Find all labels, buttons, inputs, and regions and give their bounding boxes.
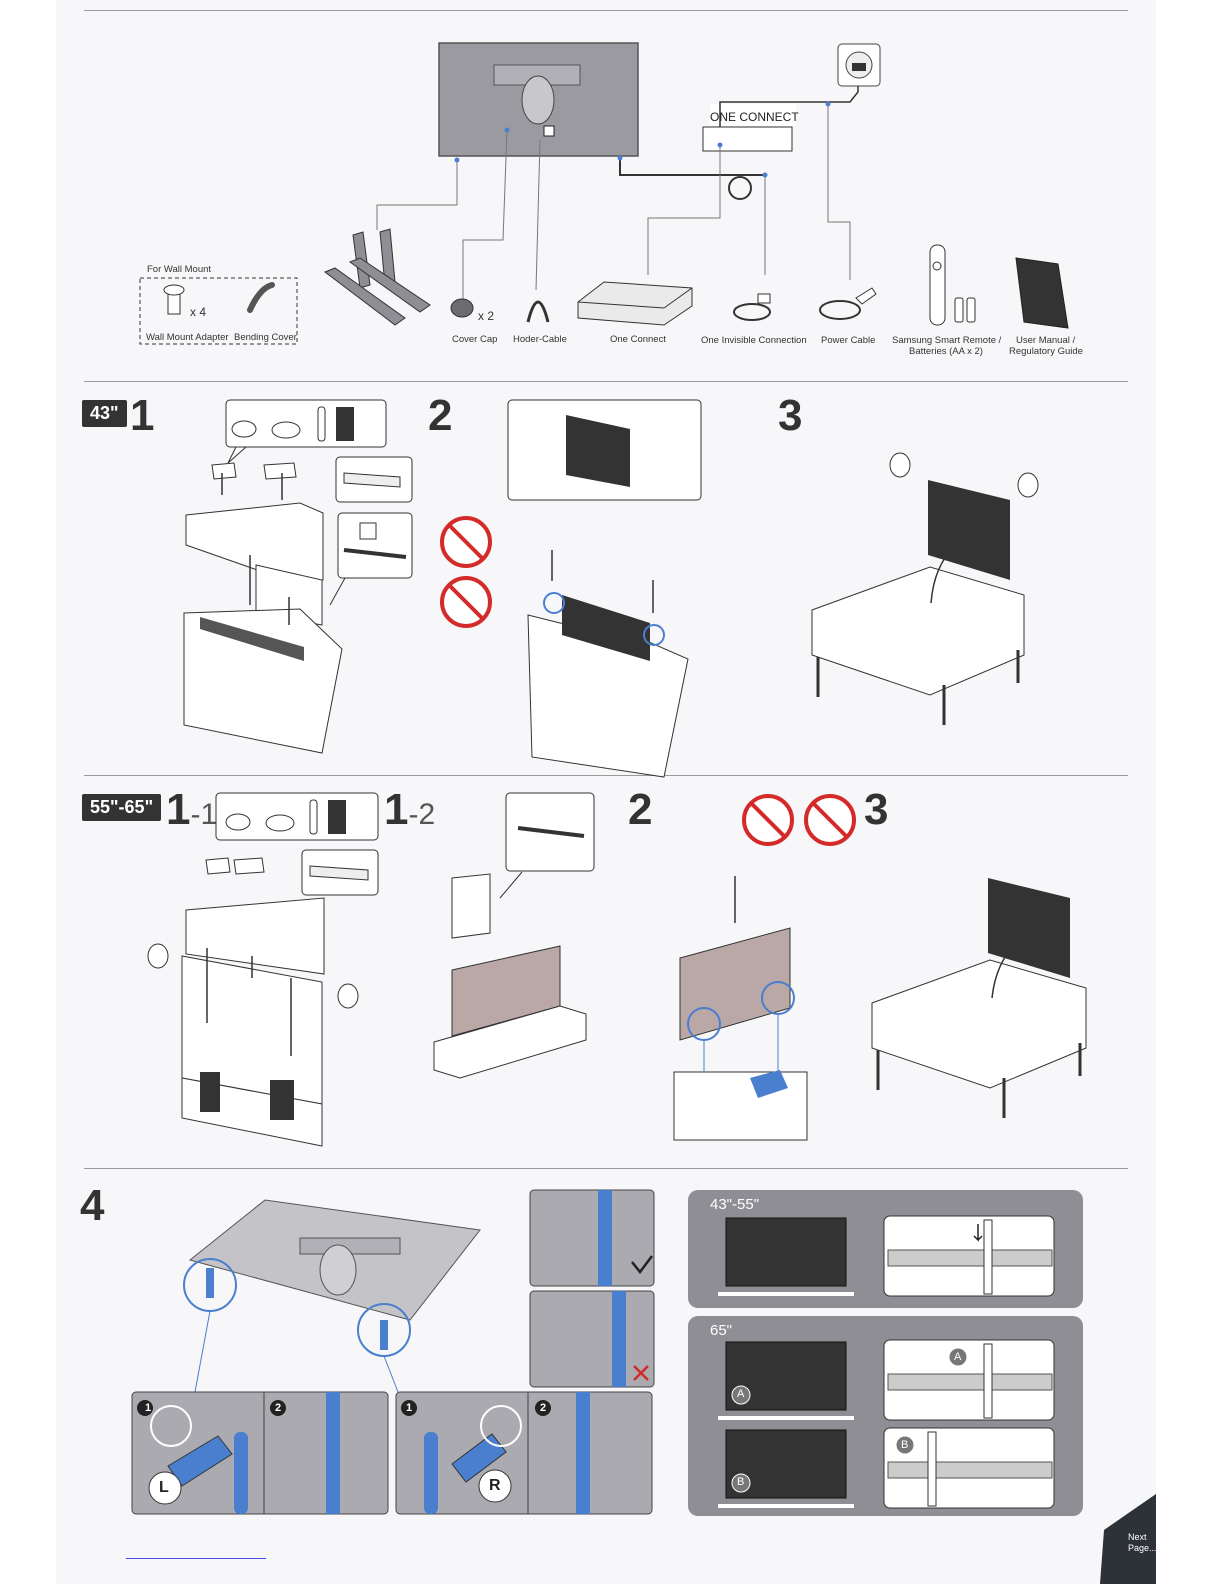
remote-label: Samsung Smart Remote / — [892, 335, 1001, 346]
section-rule-2 — [84, 775, 1128, 776]
wall-mount-heading: For Wall Mount — [147, 264, 211, 275]
holder-cable-label: Hoder-Cable — [513, 334, 567, 345]
regulatory-guide-label: Regulatory Guide — [1009, 346, 1083, 357]
letter-a-bracket: A — [954, 1351, 961, 1363]
wall-mount-adapter-label: Wall Mount Adapter — [146, 332, 229, 343]
connection-diagram — [0, 0, 1224, 380]
batteries-label: Batteries (AA x 2) — [909, 346, 983, 357]
unboxing-43-illustration — [0, 385, 1224, 775]
stand-position-illustration — [0, 1190, 1224, 1530]
one-connect-label: One Connect — [610, 334, 666, 345]
section-rule-3 — [84, 1168, 1128, 1169]
invisible-connection-label: One Invisible Connection — [701, 335, 807, 346]
cover-cap-label: Cover Cap — [452, 334, 497, 345]
user-manual-label: User Manual / — [1016, 335, 1075, 346]
power-cable-label: Power Cable — [821, 335, 875, 346]
bending-cover-label: Bending Cover — [234, 332, 297, 343]
next-page-line1[interactable]: Next — [1128, 1532, 1147, 1543]
adapter-qty: x 4 — [190, 305, 206, 319]
cover-cap-qty: x 2 — [478, 309, 494, 323]
unboxing-55-illustration — [0, 778, 1224, 1168]
letter-b-tv: B — [737, 1476, 744, 1488]
section-rule-1 — [84, 381, 1128, 382]
letter-b-bracket: B — [901, 1439, 908, 1451]
one-connect-diagram-label: ONE CONNECT — [710, 110, 799, 124]
footer-link-underline — [126, 1558, 266, 1559]
letter-a-tv: A — [737, 1388, 744, 1400]
next-page-line2[interactable]: Page... — [1128, 1543, 1157, 1554]
